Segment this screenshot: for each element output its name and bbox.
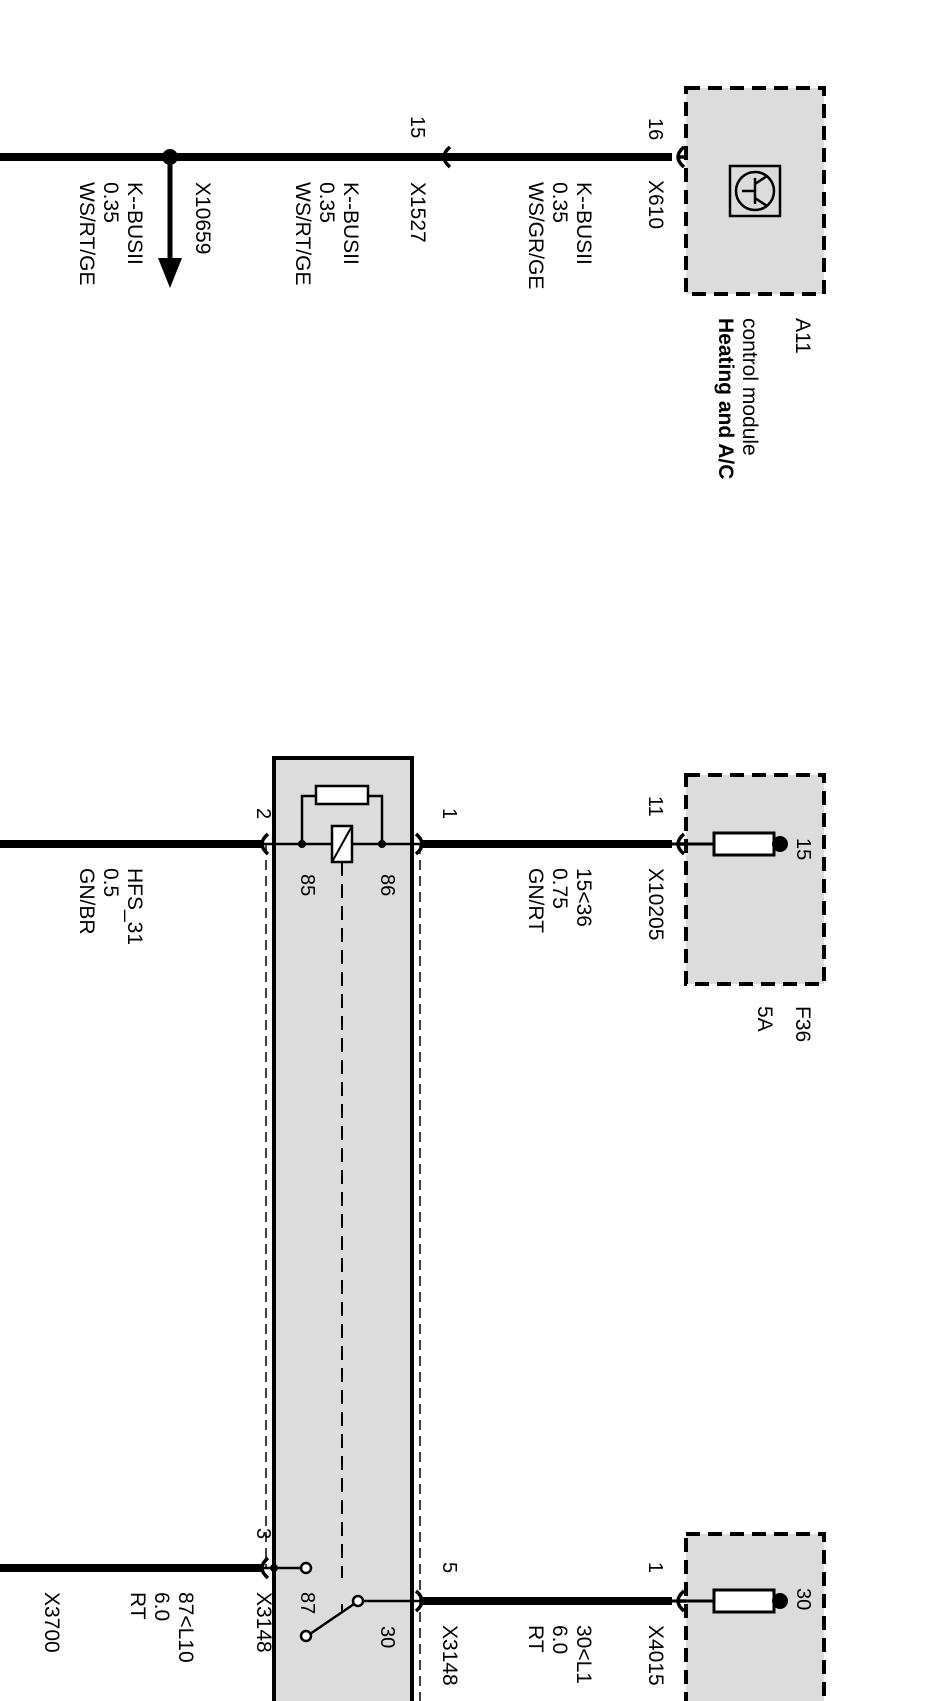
a11-module: A11 Heating and A/C control module (684, 86, 826, 479)
w-30-l1-color: RT (524, 1625, 547, 1653)
contact-30-terminal (351, 1594, 365, 1608)
x3148-label-pin3: X3148 (252, 1592, 275, 1653)
relay-pin-3: 3 (252, 1528, 274, 1539)
w-30-l1-size: 6.0 (548, 1625, 571, 1654)
w-87-l10-size: 6.0 (150, 1592, 173, 1621)
x10205-connector-symbol (676, 832, 686, 856)
fuse-icon (672, 1588, 788, 1614)
kbus-mid-name: K--BUSII (339, 182, 362, 265)
relay-pin-1: 1 (438, 808, 460, 819)
relay-coil-85: 85 (296, 874, 318, 896)
transistor-icon (728, 164, 782, 218)
x10659-label: X10659 (191, 182, 214, 254)
f36-ref: F36 (791, 1006, 814, 1042)
fuse-30-pin-label: 30 (792, 1588, 814, 1610)
x3148-label-pin5: X3148 (438, 1625, 461, 1686)
w-87-l10-color: RT (126, 1592, 149, 1620)
w-30-l1-name: 30<L1 (572, 1625, 595, 1684)
relay-switch-arm (309, 1602, 355, 1636)
w-hfs-name: HFS_31 (123, 868, 146, 945)
x1527-connector-symbol (442, 145, 452, 169)
x10205-label: X10205 (644, 868, 667, 940)
relay-coil-86: 86 (376, 874, 398, 896)
relay-pin1-connector (414, 832, 424, 856)
w-hfs-size: 0.5 (99, 868, 122, 897)
x3700-label: X3700 (40, 1592, 63, 1653)
x1527-pin: 15 (406, 116, 428, 138)
f36-pin-label: 15 (792, 838, 814, 860)
x4015-pin: 1 (644, 1562, 666, 1573)
relay-pin-5: 5 (438, 1562, 460, 1573)
fuse-icon (672, 831, 788, 857)
kbus-low-name: K--BUSII (123, 182, 146, 265)
kbus-mid-color: WS/RT/GE (291, 182, 314, 285)
arrow-down-icon (158, 258, 182, 288)
w-15-36-color: GN/RT (524, 868, 547, 933)
kbus-low-color: WS/RT/GE (75, 182, 98, 285)
x610-pin: 16 (644, 118, 666, 140)
kbus-top-color: WS/GR/GE (524, 182, 547, 289)
f36-rating: 5A (753, 1006, 776, 1032)
x1527-label: X1527 (406, 182, 429, 243)
w-15-36-size: 0.75 (548, 868, 571, 909)
fuse-30-box (684, 1532, 826, 1701)
relay-contact-30: 30 (376, 1626, 398, 1648)
relay-contact-87: 87 (296, 1592, 318, 1614)
f36-fuse-box (684, 773, 826, 986)
x4015-connector-symbol (676, 1589, 686, 1613)
kbus-low-size: 0.35 (99, 182, 122, 223)
kbus-wire (0, 145, 686, 288)
x4015-label: X4015 (644, 1625, 667, 1686)
x610-connector-symbol (676, 145, 686, 169)
w-15-36-name: 15<36 (572, 868, 595, 927)
fuse-30-module: 30 (672, 1532, 826, 1701)
relay-pin-2: 2 (252, 808, 274, 819)
x10205-pin: 11 (644, 796, 666, 817)
f36-fuse-module: 15 F36 5A (672, 773, 826, 1042)
a11-title-line1: Heating and A/C (714, 318, 737, 479)
relay (262, 756, 422, 1701)
kbus-mid-size: 0.35 (315, 182, 338, 223)
kbus-top-size: 0.35 (548, 182, 571, 223)
w-87-l10-name: 87<L10 (174, 1592, 197, 1663)
resistor-icon (314, 784, 370, 806)
a11-title-line2: control module (738, 318, 761, 456)
kbus-top-name: K--BUSII (572, 182, 595, 265)
a11-ref: A11 (791, 318, 814, 354)
contact-87-terminal (299, 1561, 313, 1575)
x610-label: X610 (644, 180, 667, 229)
w-hfs-color: GN/BR (75, 868, 98, 935)
relay-box (272, 756, 414, 1701)
